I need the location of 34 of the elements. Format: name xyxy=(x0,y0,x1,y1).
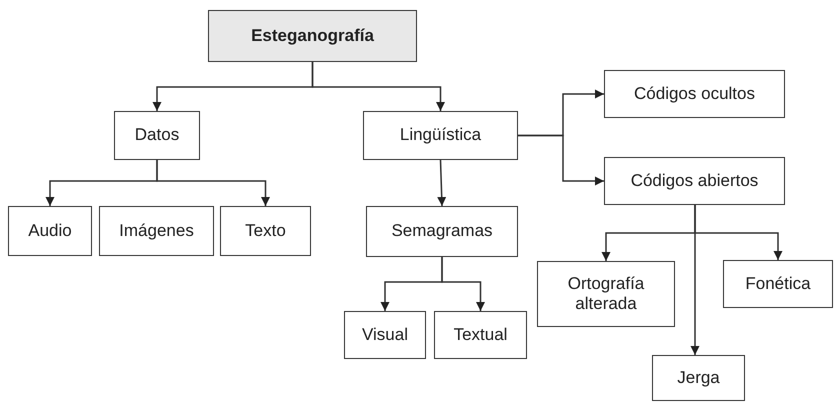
category-box xyxy=(537,261,675,327)
category-box xyxy=(363,111,518,160)
arrow xyxy=(690,205,700,355)
node-label: Texto xyxy=(245,220,286,242)
title-box xyxy=(208,10,417,62)
node-label: Textual xyxy=(454,324,508,346)
arrow xyxy=(441,257,485,311)
category-box xyxy=(366,206,518,257)
node-label: Jerga xyxy=(677,368,720,388)
category-box xyxy=(604,70,785,118)
node-label: Códigos abiertos xyxy=(630,170,758,192)
arrow xyxy=(437,160,446,206)
node-label: Lingüística xyxy=(400,125,482,146)
node-label: Imágenes xyxy=(119,220,194,242)
category-box xyxy=(344,311,426,359)
category-box xyxy=(220,206,311,256)
arrow xyxy=(156,160,270,206)
node-label: Audio xyxy=(28,220,72,242)
node-label: Datos xyxy=(134,125,180,146)
node-label: Códigos ocultos xyxy=(634,84,755,104)
category-box xyxy=(434,311,527,359)
node-label: Ortografía alterada xyxy=(566,274,646,314)
arrow xyxy=(312,62,445,111)
category-box xyxy=(8,206,92,256)
category-box xyxy=(99,206,214,256)
node-label: Fonética xyxy=(745,274,811,294)
node-label: Semagramas xyxy=(391,221,493,242)
node-label: Esteganografía xyxy=(251,26,374,46)
arrow xyxy=(518,134,604,186)
category-box xyxy=(604,157,785,205)
category-box xyxy=(114,111,200,160)
category-box xyxy=(723,260,833,308)
category-box xyxy=(652,355,745,401)
node-label: Visual xyxy=(362,324,408,346)
